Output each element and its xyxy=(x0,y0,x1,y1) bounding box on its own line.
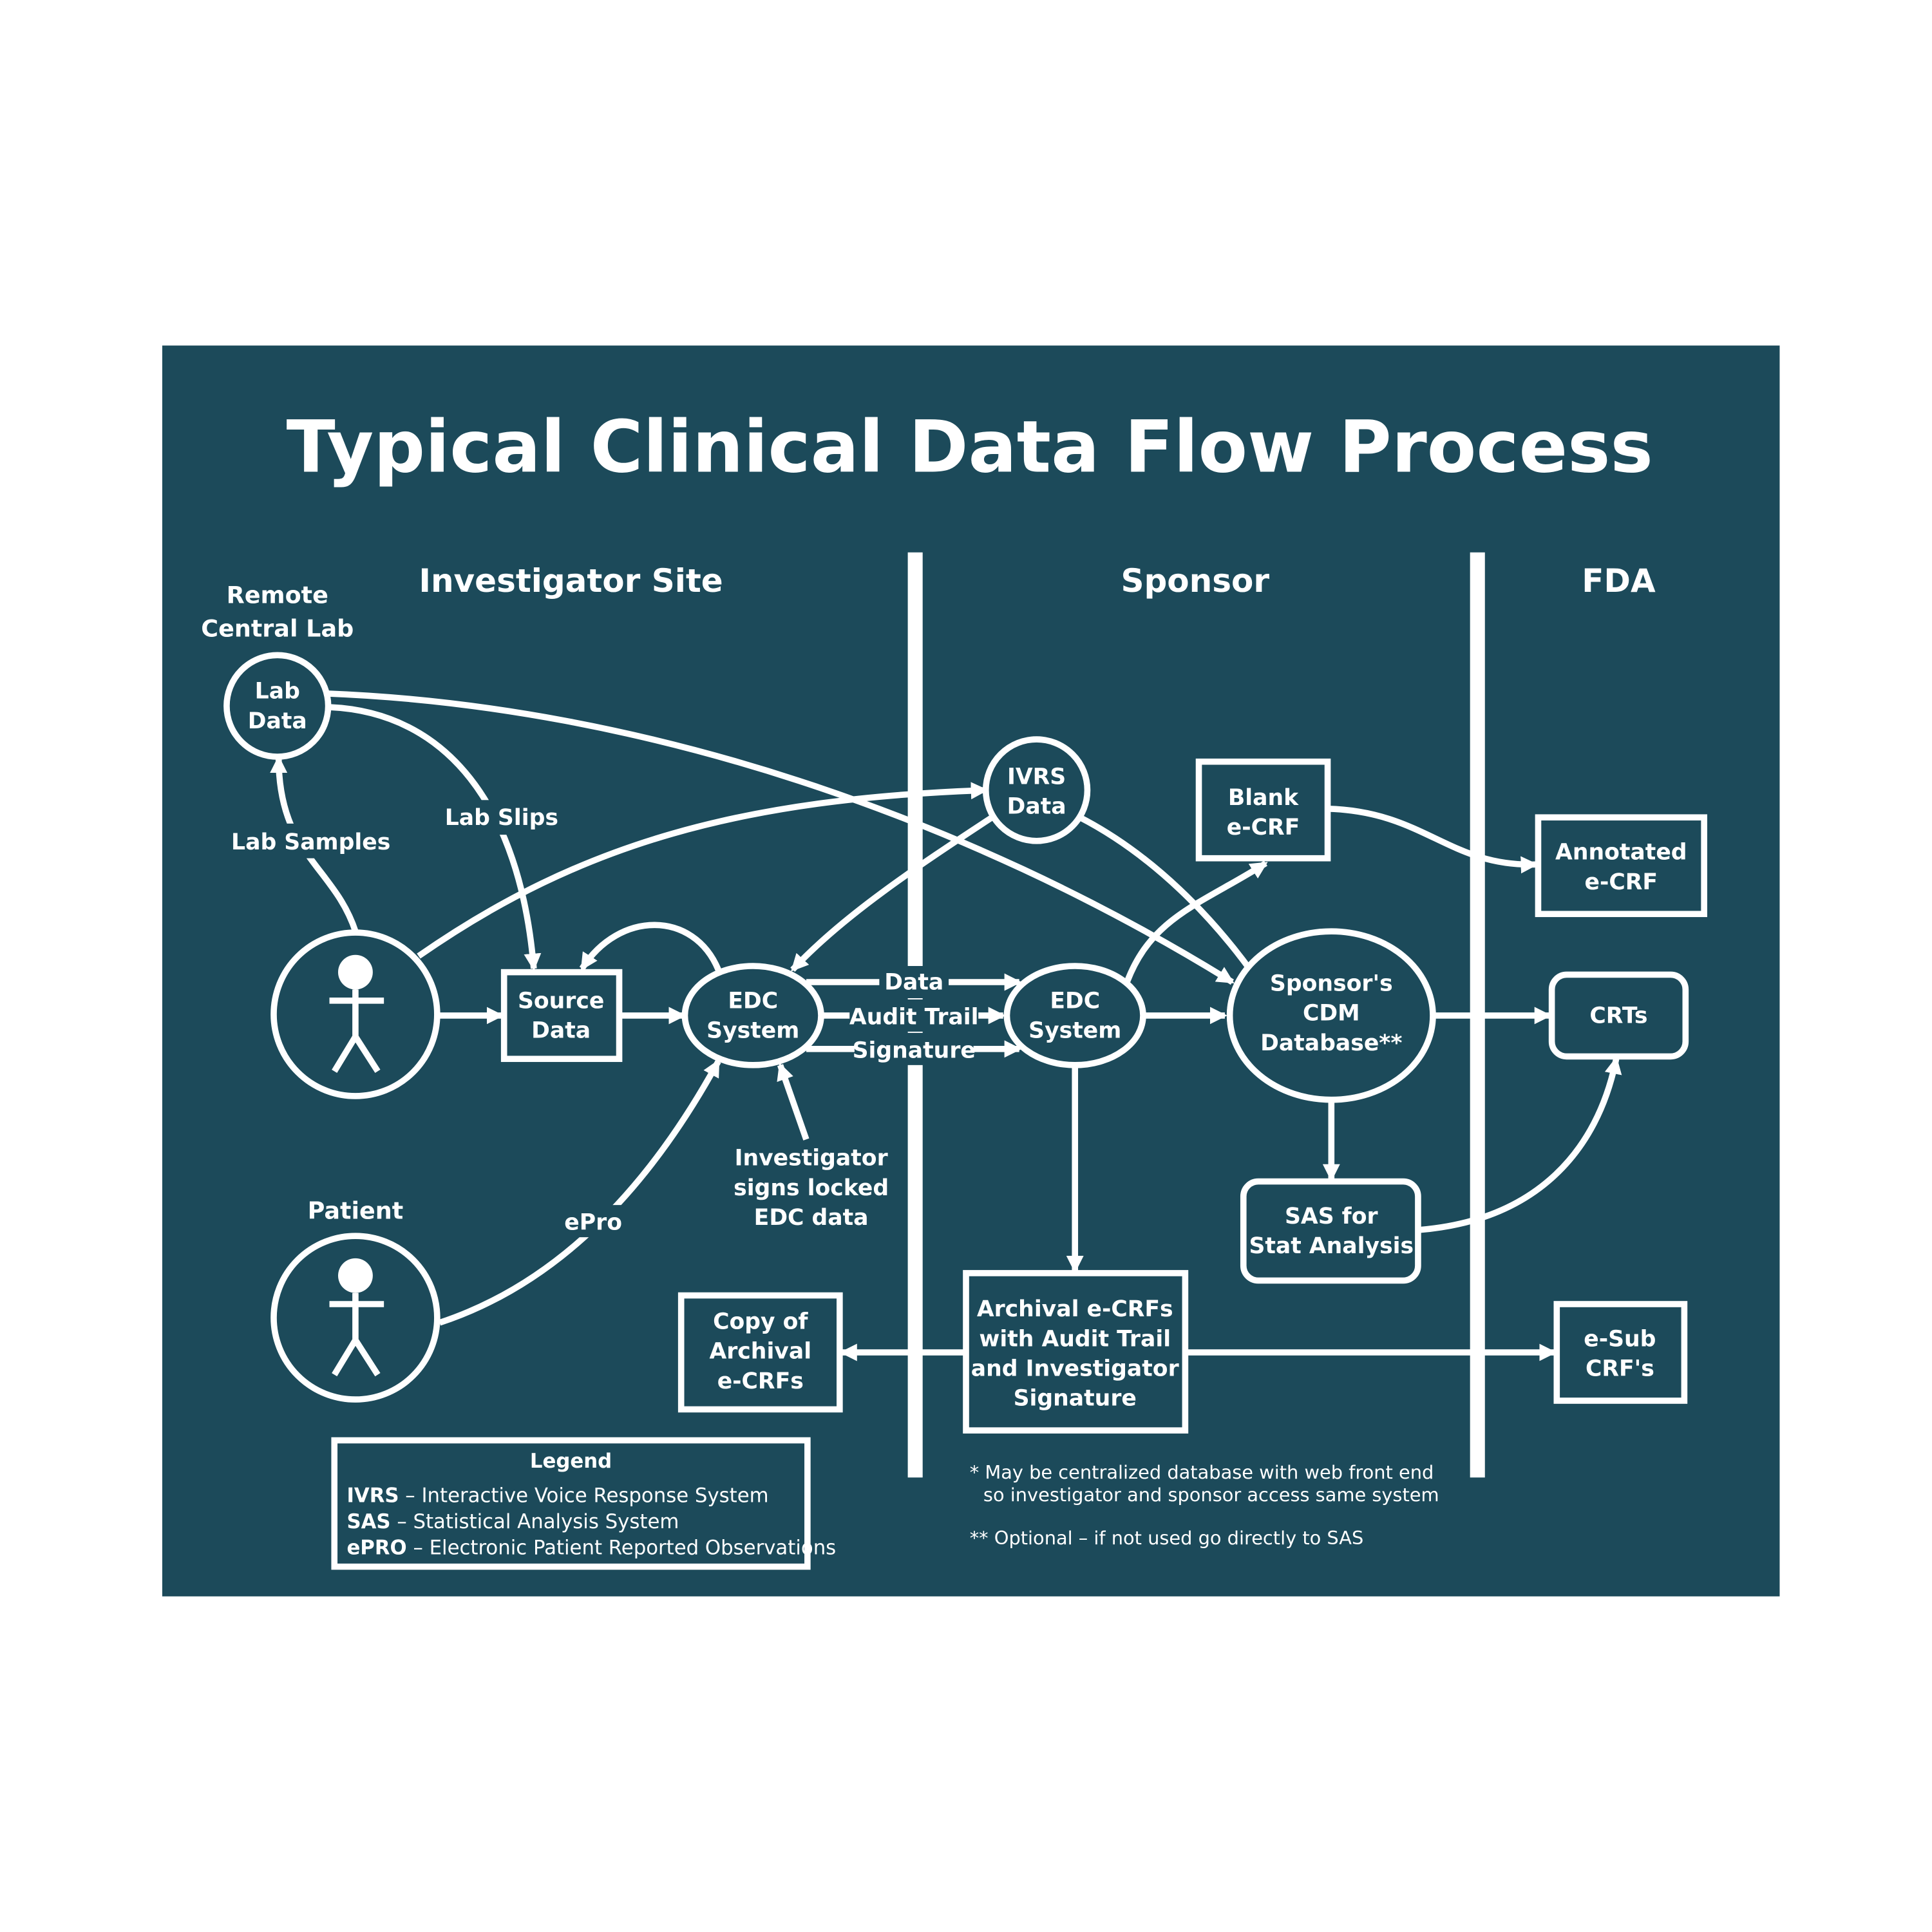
svg-text:Data: Data xyxy=(248,708,307,734)
label-investigator-signs: Investigator signs locked EDC data xyxy=(734,1146,889,1231)
node-ivrs-data: IVRS Data xyxy=(982,736,1091,844)
edge-sas-to-crts xyxy=(1420,1056,1622,1233)
section-investigator-site: Investigator Site xyxy=(419,562,723,600)
svg-text:Annotated: Annotated xyxy=(1555,840,1687,866)
edge-blank-to-annotated xyxy=(1327,805,1539,874)
label-signature: Signature xyxy=(853,1037,976,1063)
label-patient: Patient xyxy=(308,1197,404,1224)
section-fda: FDA xyxy=(1582,562,1656,600)
node-sas-stat-analysis: SAS for Stat Analysis xyxy=(1240,1178,1421,1284)
svg-text:Copy of: Copy of xyxy=(713,1309,808,1334)
node-investigator-person xyxy=(270,929,440,1099)
svg-text:signs locked: signs locked xyxy=(734,1175,889,1201)
svg-text:EDC: EDC xyxy=(728,988,778,1014)
node-blank-ecrf: Blank e-CRF xyxy=(1195,758,1331,862)
footnote-2: ** Optional – if not used go directly to… xyxy=(970,1527,1364,1549)
node-lab-data: Lab Data xyxy=(223,652,332,760)
legend-item-ivrs: IVRS – Interactive Voice Response System xyxy=(346,1484,768,1508)
legend-item-sas: SAS – Statistical Analysis System xyxy=(346,1510,679,1533)
node-copy-archival-ecrfs: Copy of Archival e-CRFs xyxy=(677,1292,843,1413)
footnote-1: * May be centralized database with web f… xyxy=(970,1461,1434,1483)
svg-text:System: System xyxy=(1028,1018,1121,1044)
svg-text:CDM: CDM xyxy=(1303,1001,1360,1027)
svg-text:CRTs: CRTs xyxy=(1589,1003,1647,1028)
patient-head-icon xyxy=(338,1258,373,1293)
node-sponsor-cdm-database: Sponsor's CDM Database** xyxy=(1226,928,1436,1103)
edge-edcsite-to-source xyxy=(579,922,721,971)
edge-labdata-to-cdm xyxy=(327,690,1235,985)
node-archival-ecrfs: Archival e-CRFs with Audit Trail and Inv… xyxy=(963,1270,1189,1434)
svg-text:e-CRF: e-CRF xyxy=(1227,815,1300,840)
svg-text:IVRS: IVRS xyxy=(1007,764,1066,790)
node-esub-crfs: e-Sub CRF's xyxy=(1553,1301,1688,1404)
diagram-title: Typical Clinical Data Flow Process xyxy=(287,406,1653,489)
node-source-data: Source Data xyxy=(500,969,623,1063)
edge-ivrs-to-cdm xyxy=(1078,814,1264,987)
svg-text:e-CRF: e-CRF xyxy=(1585,869,1658,895)
node-crts: CRTs xyxy=(1548,971,1689,1060)
svg-text:System: System xyxy=(706,1018,799,1044)
node-patient-person xyxy=(270,1233,440,1403)
legend-title: Legend xyxy=(530,1450,612,1473)
svg-text:Data: Data xyxy=(531,1018,591,1044)
svg-text:e-CRFs: e-CRFs xyxy=(717,1368,804,1394)
edge-signs-to-edcsite xyxy=(777,1063,810,1141)
label-lab-slips: Lab Slips xyxy=(445,805,558,831)
svg-text:CRF's: CRF's xyxy=(1586,1356,1654,1382)
label-remote-central-lab: Remote Central Lab xyxy=(201,582,354,643)
node-edc-system-site: EDC System xyxy=(681,963,824,1068)
section-sponsor: Sponsor xyxy=(1121,562,1270,600)
svg-text:Sponsor's: Sponsor's xyxy=(1270,971,1393,996)
edge-labdata-to-source xyxy=(329,704,542,971)
svg-text:SAS for: SAS for xyxy=(1285,1204,1378,1229)
svg-text:Central Lab: Central Lab xyxy=(201,614,354,642)
legend: Legend IVRS – Interactive Voice Response… xyxy=(331,1437,836,1570)
svg-text:Lab: Lab xyxy=(255,679,300,705)
label-lab-samples: Lab Samples xyxy=(231,829,390,855)
svg-text:Investigator: Investigator xyxy=(735,1146,888,1171)
node-annotated-ecrf: Annotated e-CRF xyxy=(1535,814,1707,918)
node-edc-system-sponsor: EDC System xyxy=(1003,963,1146,1068)
svg-text:e-Sub: e-Sub xyxy=(1584,1326,1656,1352)
svg-text:Data: Data xyxy=(1007,793,1066,819)
edge-ivrs-to-edcsite xyxy=(790,815,994,972)
svg-text:Stat Analysis: Stat Analysis xyxy=(1249,1233,1414,1259)
svg-text:Database**: Database** xyxy=(1260,1030,1402,1056)
svg-text:Archival: Archival xyxy=(709,1339,811,1365)
svg-text:Remote: Remote xyxy=(227,582,328,609)
svg-text:EDC: EDC xyxy=(1050,988,1100,1014)
svg-text:Blank: Blank xyxy=(1228,785,1299,811)
svg-text:Source: Source xyxy=(518,988,604,1014)
svg-text:EDC data: EDC data xyxy=(754,1205,869,1231)
edge-person-to-ivrs xyxy=(417,782,989,959)
footnotes: * May be centralized database with web f… xyxy=(970,1461,1439,1549)
label-epro: ePro xyxy=(564,1210,622,1236)
edge-edcsponsor-to-blank xyxy=(1124,860,1268,983)
svg-text:with Audit Trail: with Audit Trail xyxy=(979,1326,1171,1352)
svg-text:and Investigator: and Investigator xyxy=(971,1356,1179,1382)
svg-text:Signature: Signature xyxy=(1014,1386,1137,1412)
label-data: Data xyxy=(884,970,943,996)
label-audit-trail: Audit Trail xyxy=(849,1004,979,1030)
svg-text:Archival e-CRFs: Archival e-CRFs xyxy=(977,1296,1173,1322)
person-head-icon xyxy=(338,954,373,990)
legend-item-epro: ePRO – Electronic Patient Reported Obser… xyxy=(346,1536,836,1559)
footnote-1-cont: so investigator and sponsor access same … xyxy=(983,1484,1439,1506)
